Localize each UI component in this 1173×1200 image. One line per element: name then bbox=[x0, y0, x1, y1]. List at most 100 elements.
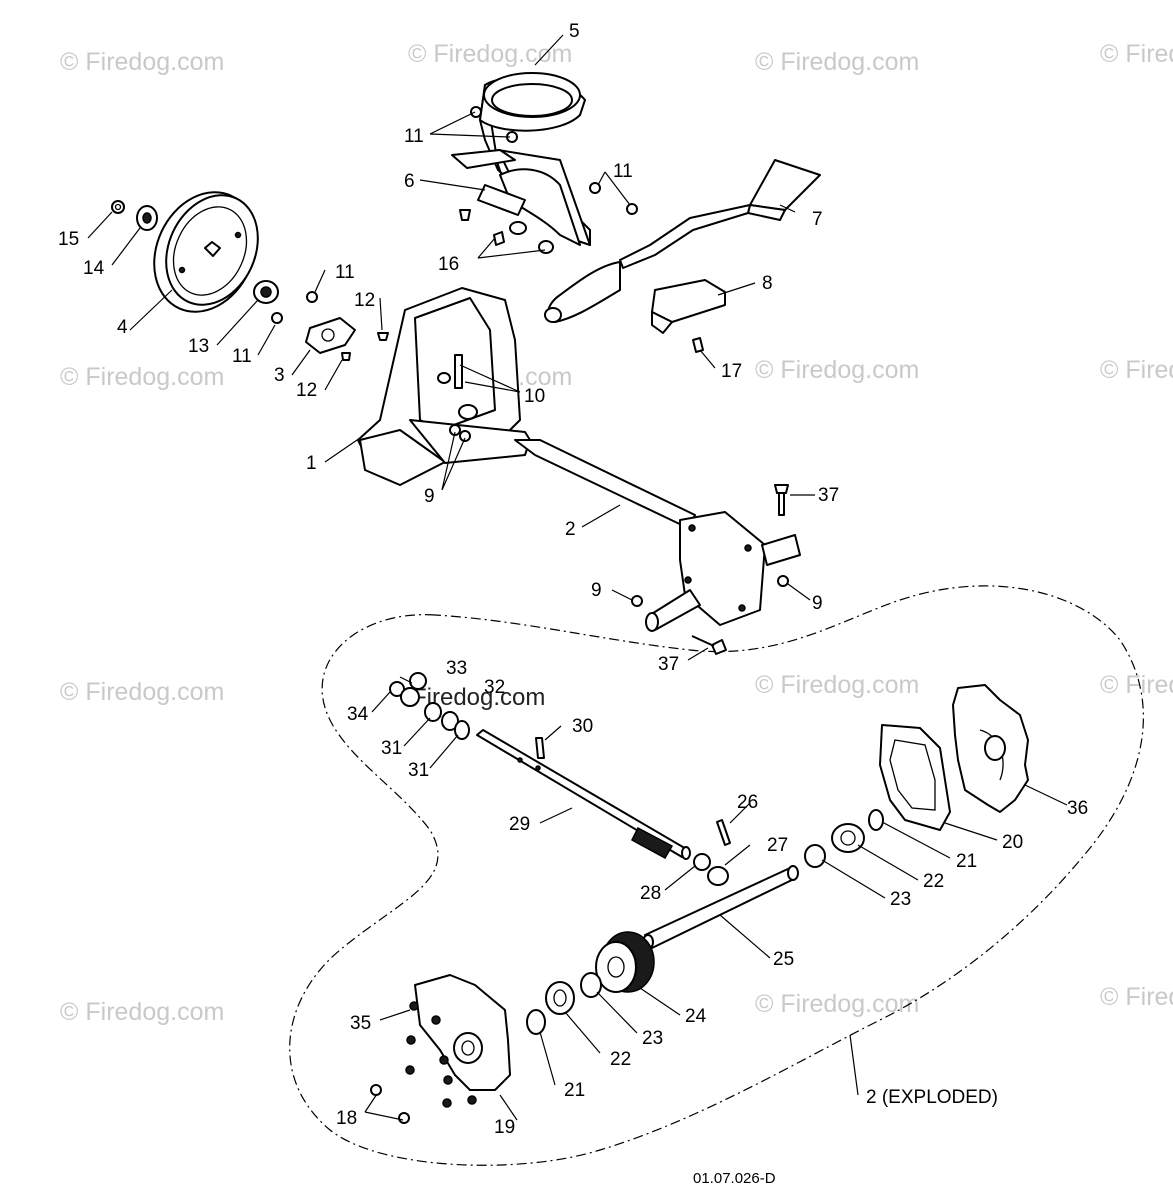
part-4-pulley bbox=[153, 191, 259, 313]
callout-18: 18 bbox=[336, 1108, 357, 1129]
part-21-seal-left bbox=[526, 1009, 546, 1035]
callout-13: 13 bbox=[188, 336, 209, 357]
part-3-flange bbox=[305, 317, 356, 354]
part-35-screws bbox=[405, 1001, 477, 1108]
callout-34: 34 bbox=[347, 704, 369, 725]
callout-1: 1 bbox=[306, 453, 317, 474]
callout-30: 30 bbox=[572, 716, 593, 737]
watermark: © Firedog.com bbox=[755, 671, 919, 699]
watermark: © Firedog.com bbox=[60, 363, 224, 391]
part-19-gearbox-half bbox=[414, 974, 511, 1091]
part-15-nut bbox=[111, 200, 125, 214]
callout-11: 11 bbox=[404, 126, 424, 147]
part-14-bearing bbox=[136, 205, 158, 231]
callout-3: 3 bbox=[274, 365, 285, 386]
callout-11: 11 bbox=[232, 346, 252, 367]
callout-15: 15 bbox=[58, 229, 79, 250]
callout-28: 28 bbox=[640, 883, 661, 904]
callout-9: 9 bbox=[424, 486, 435, 507]
watermark: © Firedog.com bbox=[755, 48, 919, 76]
callout-26: 26 bbox=[737, 792, 758, 813]
part-29-worm-shaft bbox=[476, 729, 691, 860]
callout-31: 31 bbox=[408, 760, 429, 781]
drawing-code: 01.07.026-D bbox=[693, 1170, 776, 1187]
part-7-crank-rod bbox=[544, 159, 821, 323]
callout-19: 19 bbox=[494, 1117, 515, 1138]
callout-22: 22 bbox=[923, 871, 944, 892]
watermark: © Firedog.com bbox=[60, 998, 224, 1026]
part-25-shaft bbox=[642, 865, 799, 950]
callout-8: 8 bbox=[762, 273, 773, 294]
callout-14: 14 bbox=[83, 258, 105, 279]
callout-22: 22 bbox=[610, 1049, 631, 1070]
callout-35: 35 bbox=[350, 1013, 371, 1034]
callout-5: 5 bbox=[569, 21, 580, 42]
watermark: © Firedog.com bbox=[60, 48, 224, 76]
callout-21: 21 bbox=[956, 851, 977, 872]
part-8-bracket bbox=[651, 279, 726, 334]
callout-37: 37 bbox=[818, 485, 839, 506]
watermark: © Firedog.com bbox=[755, 356, 919, 384]
callout-17: 17 bbox=[721, 361, 742, 382]
part-22-bushing-left bbox=[545, 981, 575, 1015]
part-2-gearbox-assembly bbox=[514, 439, 801, 632]
part-33-seal bbox=[409, 672, 427, 690]
watermark: © Firedog.com bbox=[1100, 40, 1173, 68]
callout-31: 31 bbox=[381, 738, 402, 759]
callout-33: 33 bbox=[446, 658, 467, 679]
callout-23: 23 bbox=[890, 889, 911, 910]
callout-11: 11 bbox=[613, 161, 633, 182]
callout-2: 2 bbox=[565, 519, 576, 540]
part-1-housing bbox=[357, 287, 531, 486]
callout-21: 21 bbox=[564, 1080, 585, 1101]
callout-12: 12 bbox=[296, 380, 317, 401]
part-23-washer-right bbox=[804, 844, 826, 868]
part-36-gearbox-half bbox=[952, 684, 1029, 813]
part-5-discharge-chute bbox=[479, 72, 591, 246]
part-24-gear bbox=[595, 931, 655, 993]
callout-27: 27 bbox=[767, 835, 788, 856]
callout-9: 9 bbox=[812, 593, 823, 614]
callout-23: 23 bbox=[642, 1028, 663, 1049]
callout-24: 24 bbox=[685, 1006, 707, 1027]
part-30-pin bbox=[535, 737, 545, 759]
watermark: © Firedog.com bbox=[1100, 671, 1173, 699]
exploded-view-label: 2 (EXPLODED) bbox=[866, 1087, 998, 1108]
part-20-gasket bbox=[879, 724, 951, 831]
callout-25: 25 bbox=[773, 949, 794, 970]
part-22-bushing-right bbox=[831, 823, 865, 853]
callout-labels: 5 11 6 11 7 16 15 14 4 13 11 11 12 12 3 … bbox=[58, 21, 1088, 1187]
leader-lines bbox=[87, 34, 1068, 1121]
exploded-view-boundary bbox=[289, 585, 1144, 1166]
callout-10: 10 bbox=[524, 386, 545, 407]
part-31-washers bbox=[424, 702, 470, 740]
part-6-mounting-plate bbox=[451, 149, 526, 216]
watermark: © Firedog.com bbox=[60, 678, 224, 706]
part-32-bearing bbox=[400, 687, 420, 707]
part-13-bearing bbox=[253, 280, 279, 304]
part-23-washer-left bbox=[580, 972, 602, 998]
part-26-key bbox=[716, 819, 731, 846]
callout-9: 9 bbox=[591, 580, 602, 601]
callout-11: 11 bbox=[335, 262, 355, 283]
fasteners-upper bbox=[271, 106, 789, 655]
callout-7: 7 bbox=[812, 209, 823, 230]
watermark: © Firedog.com bbox=[755, 990, 919, 1018]
callout-16: 16 bbox=[438, 254, 459, 275]
part-27-bushing bbox=[707, 866, 729, 886]
part-28-washer bbox=[693, 853, 711, 871]
callout-32: 32 bbox=[484, 677, 505, 698]
watermark: © Firedog.com bbox=[408, 40, 572, 68]
part-21-seal-right bbox=[868, 809, 884, 831]
callout-36: 36 bbox=[1067, 798, 1088, 819]
watermark: © Firedog.com bbox=[1100, 983, 1173, 1011]
watermark: © Firedog.com bbox=[1100, 356, 1173, 384]
callout-37: 37 bbox=[658, 654, 679, 675]
callout-6: 6 bbox=[404, 171, 415, 192]
callout-20: 20 bbox=[1002, 832, 1023, 853]
callout-12: 12 bbox=[354, 290, 375, 311]
callout-4: 4 bbox=[117, 317, 128, 338]
callout-29: 29 bbox=[509, 814, 530, 835]
